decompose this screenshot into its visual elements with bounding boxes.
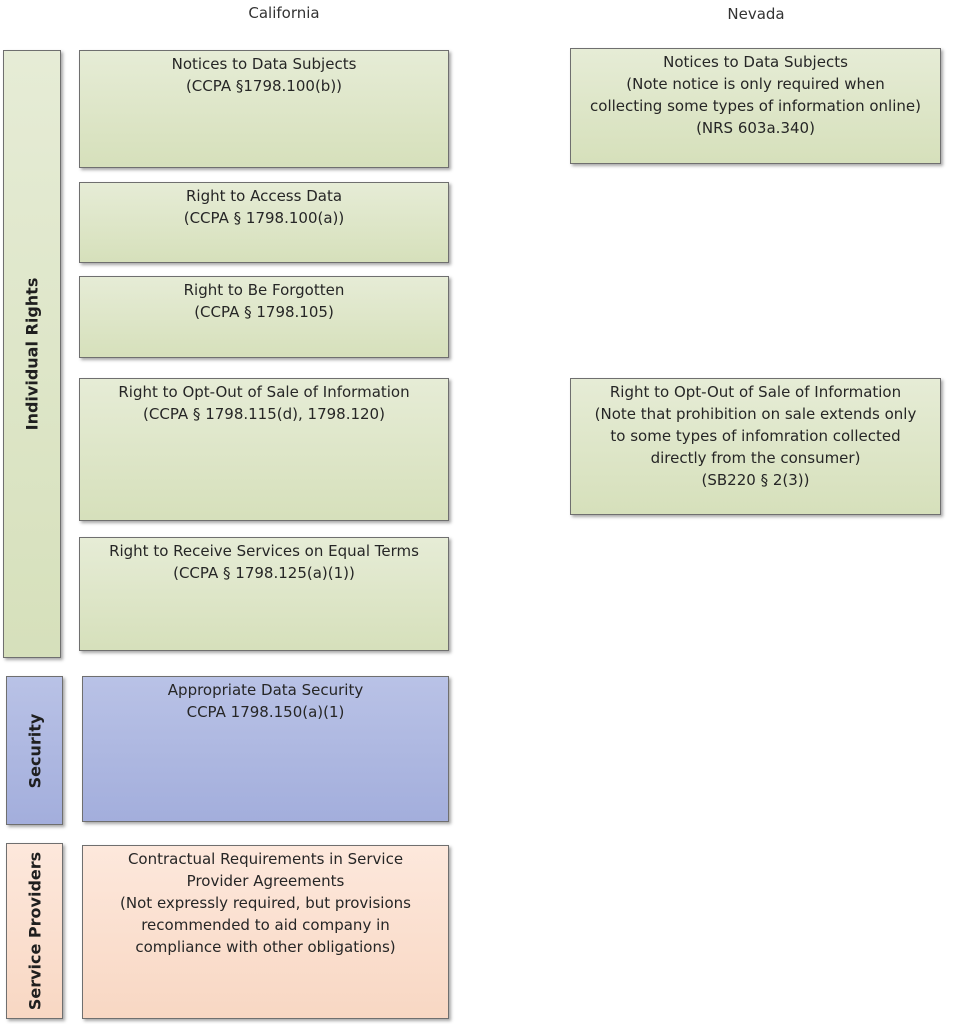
category-service-providers-label: Service Providers [25, 851, 44, 1011]
ca-service-providers-line-5: compliance with other obligations) [135, 938, 396, 956]
nv-opt-out-note-3: directly from the consumer) [650, 449, 861, 467]
nv-opt-out-box: Right to Opt-Out of Sale of Information … [570, 378, 941, 515]
nevada-column-header: Nevada [727, 5, 785, 23]
ca-equal-terms-title: Right to Receive Services on Equal Terms [109, 542, 419, 560]
ca-forgotten-box: Right to Be Forgotten (CCPA § 1798.105) [79, 276, 449, 358]
ca-opt-out-citation: (CCPA § 1798.115(d), 1798.120) [143, 405, 385, 423]
nv-opt-out-note-1: (Note that prohibition on sale extends o… [594, 405, 917, 423]
nv-opt-out-citation: (SB220 § 2(3)) [701, 471, 810, 489]
ca-notices-box: Notices to Data Subjects (CCPA §1798.100… [79, 50, 449, 168]
ca-service-providers-line-3: (Not expressly required, but provisions [120, 894, 411, 912]
category-security: Security [6, 676, 63, 825]
ca-access-title: Right to Access Data [185, 187, 343, 205]
ca-notices-title: Notices to Data Subjects [171, 55, 357, 73]
ca-service-providers-line-2: Provider Agreements [186, 872, 345, 890]
ca-service-providers-line-4: recommended to aid company in [141, 916, 390, 934]
nv-notices-title: Notices to Data Subjects [663, 53, 848, 71]
ca-access-box: Right to Access Data (CCPA § 1798.100(a)… [79, 182, 449, 263]
category-individual-rights-label: Individual Rights [22, 277, 42, 431]
ca-access-citation: (CCPA § 1798.100(a)) [183, 209, 345, 227]
nv-notices-note-2: collecting some types of information onl… [590, 97, 921, 115]
nv-notices-note-1: (Note notice is only required when [626, 75, 885, 93]
ca-equal-terms-citation: (CCPA § 1798.125(a)(1)) [173, 564, 355, 582]
ca-notices-citation: (CCPA §1798.100(b)) [185, 77, 343, 95]
category-security-label: Security [25, 713, 44, 788]
california-column-header: California [248, 4, 320, 22]
ca-service-providers-line-1: Contractual Requirements in Service [127, 850, 404, 868]
nv-opt-out-note-2: to some types of infomration collected [610, 427, 901, 445]
category-service-providers: Service Providers [6, 843, 63, 1019]
ca-opt-out-title: Right to Opt-Out of Sale of Information [118, 383, 410, 401]
ca-security-title: Appropriate Data Security [167, 681, 364, 699]
ca-forgotten-title: Right to Be Forgotten [183, 281, 345, 299]
nv-notices-citation: (NRS 603a.340) [696, 119, 815, 137]
ca-security-box: Appropriate Data Security CCPA 1798.150(… [82, 676, 449, 822]
ca-opt-out-box: Right to Opt-Out of Sale of Information … [79, 378, 449, 521]
ca-forgotten-citation: (CCPA § 1798.105) [194, 303, 334, 321]
ca-security-citation: CCPA 1798.150(a)(1) [186, 703, 345, 721]
category-individual-rights: Individual Rights [3, 50, 61, 658]
nv-notices-box: Notices to Data Subjects (Note notice is… [570, 48, 941, 164]
ca-equal-terms-box: Right to Receive Services on Equal Terms… [79, 537, 449, 651]
nv-opt-out-title: Right to Opt-Out of Sale of Information [609, 383, 902, 401]
ca-service-providers-box: Contractual Requirements in Service Prov… [82, 845, 449, 1019]
